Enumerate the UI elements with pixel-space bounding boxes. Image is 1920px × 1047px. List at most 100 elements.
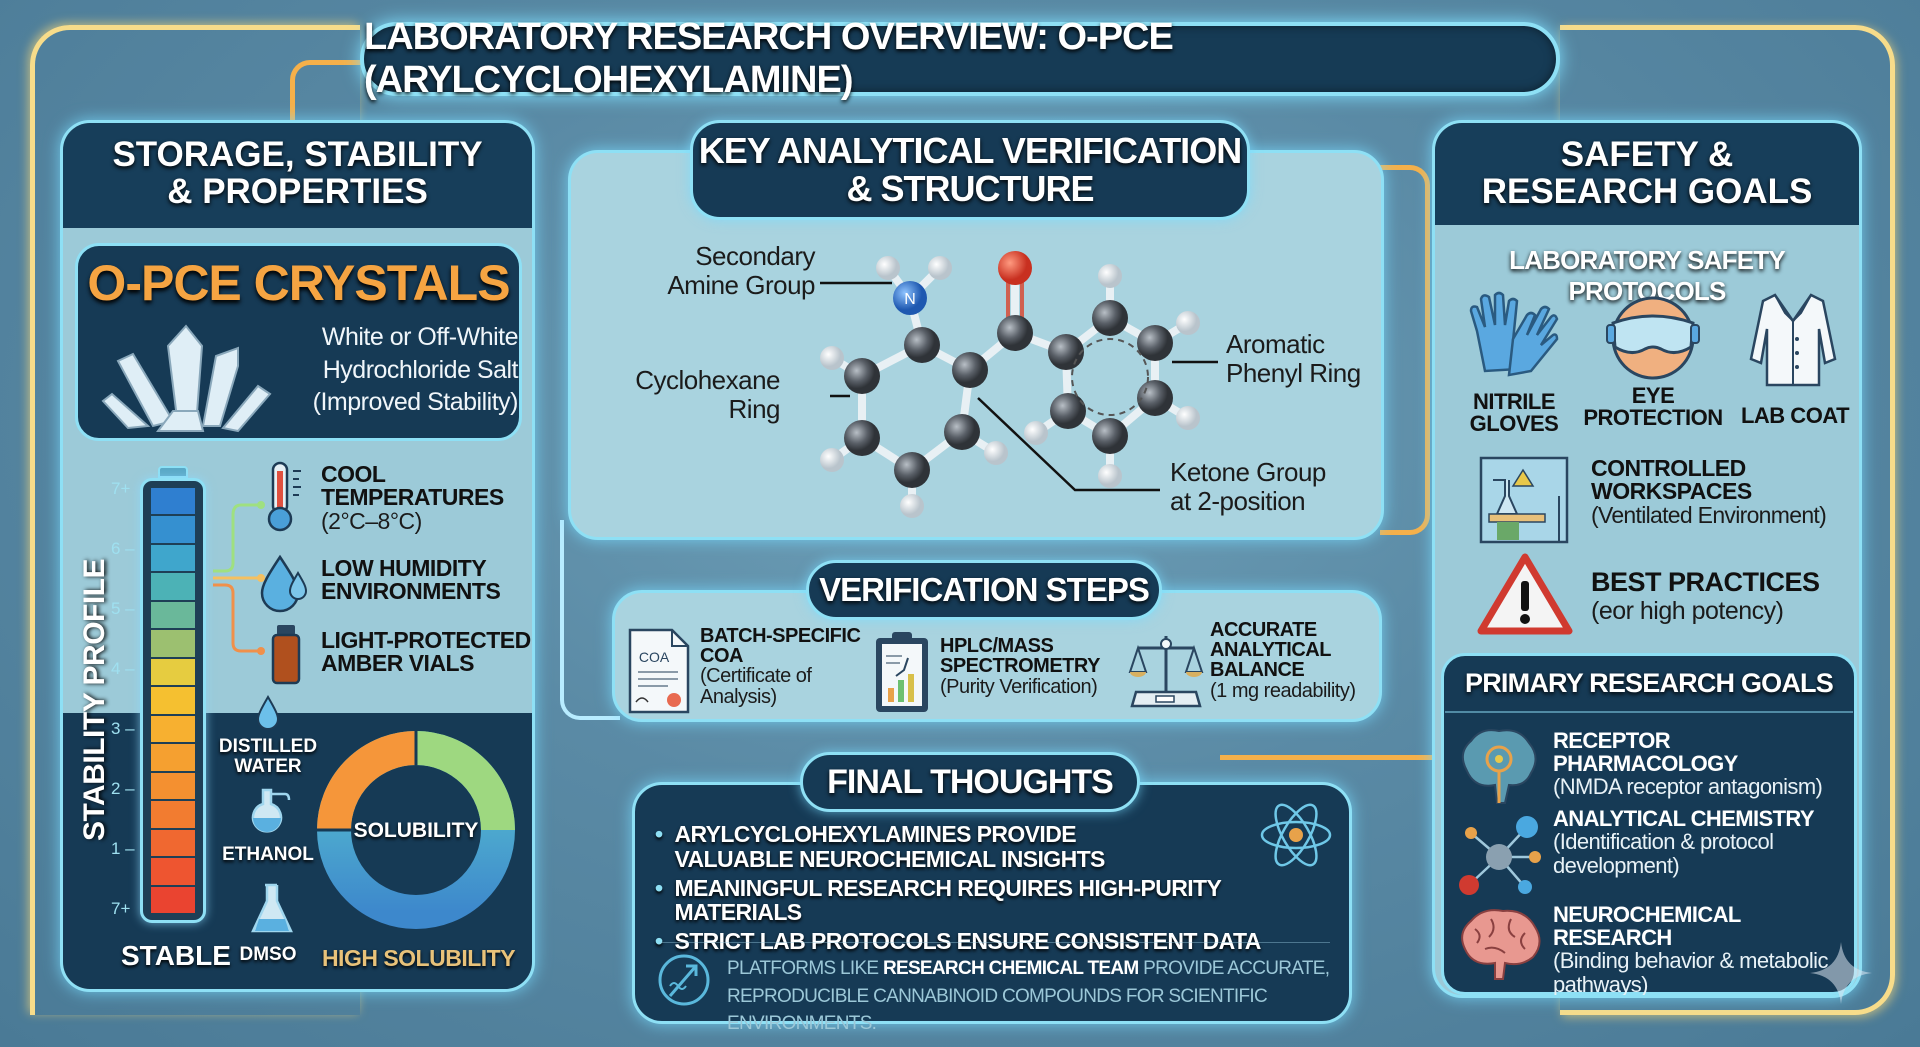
safety-research-panel: SAFETY & RESEARCH GOALS LABORATORY SAFET… xyxy=(1432,120,1862,998)
solubility-center-label: SOLUBILITY xyxy=(353,819,479,842)
stability-segment xyxy=(151,658,195,686)
stability-segment xyxy=(151,601,195,629)
solvent-dmso: DMSO xyxy=(239,944,297,965)
solvent-ethanol: ETHANOL xyxy=(222,844,314,865)
brain-icon xyxy=(1461,909,1541,980)
goal-receptor-pharmacology: RECEPTOR PHARMACOLOGY (NMDA receptor ant… xyxy=(1553,729,1853,799)
receptor-brain-icon xyxy=(1461,729,1537,804)
goal-detail: (Identification & protocol xyxy=(1553,829,1774,855)
bullet-item: •MEANINGFUL RESEARCH REQUIRES HIGH-PURIT… xyxy=(655,874,1335,926)
circuit-line-right-connector xyxy=(1380,165,1430,535)
heading-line: & PROPERTIES xyxy=(167,171,428,211)
erlenmeyer-icon xyxy=(251,883,293,933)
stability-segment xyxy=(151,744,195,771)
bullet-item: •STRICT LAB PROTOCOLS ENSURE CONSISTENT … xyxy=(655,928,1261,955)
cyclohexane-ring-label: Cyclohexane Ring xyxy=(600,366,780,423)
page-title-bar: LABORATORY RESEARCH OVERVIEW: O-PCE (ARY… xyxy=(360,16,1560,101)
research-goals-panel xyxy=(1441,653,1857,995)
final-thoughts-divider xyxy=(660,942,1330,943)
storage-connector-lines xyxy=(213,501,265,655)
goal-analytical-chemistry: ANALYTICAL CHEMISTRY (Identification & p… xyxy=(1553,807,1853,878)
stability-segment xyxy=(151,886,195,914)
stability-segment xyxy=(151,715,195,743)
bullet-text: ARYLCYCLOHEXYLAMINES PROVIDE VALUABLE NE… xyxy=(674,821,1105,872)
heading-line: STORAGE, STABILITY xyxy=(112,135,483,174)
research-goals-heading: PRIMARY RESEARCH GOALS xyxy=(1465,668,1834,698)
molecule-callout-lines xyxy=(820,281,1218,492)
step-detail: Analysis) xyxy=(700,686,777,708)
footer-brand: RESEARCH CHEMICAL TEAM xyxy=(882,958,1139,979)
storage-item-amber-vials: LIGHT-PROTECTED AMBER VIALS xyxy=(263,623,532,688)
stability-segment xyxy=(151,801,195,828)
goal-detail: (Binding behavior & metabolic xyxy=(1553,948,1828,974)
callout-line: Ketone Group xyxy=(1170,457,1326,487)
storage-stability-panel: STORAGE, STABILITY & PROPERTIES O-PCE CR… xyxy=(60,120,535,992)
sparkle-icon xyxy=(1810,942,1872,1004)
coa-document-icon: COA xyxy=(628,628,690,714)
atom-icon xyxy=(1260,803,1332,867)
stability-profile-label: STABILITY PROFILE xyxy=(78,558,111,842)
step-detail: (Certificate of xyxy=(700,665,812,687)
stability-segment xyxy=(151,544,195,572)
callout-line: Ring xyxy=(728,393,781,424)
final-thoughts-footer: PLATFORMS LIKE RESEARCH CHEMICAL TEAM PR… xyxy=(727,955,1347,1038)
stability-ticks: 7+ 6 – 5 – 4 – 3 – 2 – 1 – 7+ xyxy=(111,479,151,939)
verification-step-coa: COA BATCH-SPECIFIC COA (Certificate of A… xyxy=(628,624,868,718)
storage-title: ENVIRONMENTS xyxy=(321,578,501,604)
storage-title: LIGHT-PROTECTED xyxy=(321,627,531,653)
step-title: ANALYTICAL xyxy=(1210,639,1331,661)
stability-battery-bar xyxy=(140,478,206,923)
bullet-text: MEANINGFUL RESEARCH REQUIRES HIGH-PURITY… xyxy=(674,874,1221,926)
step-title: BALANCE xyxy=(1210,659,1305,681)
tick-label: 1 – xyxy=(111,839,135,858)
goal-neurochemical-research: NEUROCHEMICAL RESEARCH (Binding behavior… xyxy=(1553,902,1859,998)
step-title: HPLC/MASS xyxy=(940,635,1054,657)
heading-line: RESEARCH GOALS xyxy=(1481,171,1813,211)
verification-step-hplc: HPLC/MASS SPECTROMETRY (Purity Verificat… xyxy=(874,630,1124,720)
storage-title: AMBER VIALS xyxy=(321,650,474,676)
nitrogen-atom-label: N xyxy=(904,291,916,308)
crystal-desc-line: (Improved Stability) xyxy=(312,388,519,416)
page-title: LABORATORY RESEARCH OVERVIEW: O-PCE (ARY… xyxy=(364,16,1174,101)
heading-line: KEY ANALYTICAL VERIFICATION xyxy=(698,130,1242,172)
crystals-card: O-PCE CRYSTALS White or Off-White Hydroc… xyxy=(75,243,522,441)
storage-item-temperature: COOL TEMPERATURES (2°C–8°C) xyxy=(263,459,532,539)
lab-coat-icon xyxy=(1749,293,1837,387)
step-title: BATCH-SPECIFIC xyxy=(700,625,861,647)
o-pce-molecule-diagram: N xyxy=(820,251,1200,518)
coa-icon-text: COA xyxy=(639,649,670,665)
best-practices: BEST PRACTICES (eor high potency) xyxy=(1591,567,1859,626)
fume-hood-icon xyxy=(1479,456,1569,544)
crystal-desc-line: Hydrochloride Salt xyxy=(322,355,519,384)
tick-label: 7+ xyxy=(111,479,131,498)
item-detail: (eor high potency) xyxy=(1591,597,1784,625)
goals-divider xyxy=(1445,711,1853,713)
amber-vial-icon xyxy=(271,625,301,685)
structure-heading: KEY ANALYTICAL VERIFICATION & STRUCTURE xyxy=(690,120,1250,220)
crystals-description: White or Off-White Hydrochloride Salt (I… xyxy=(278,321,519,419)
item-title: BEST PRACTICES xyxy=(1591,567,1820,597)
final-thoughts-heading: FINAL THOUGHTS xyxy=(800,752,1140,812)
bullet-text: STRICT LAB PROTOCOLS ENSURE CONSISTENT D… xyxy=(674,928,1261,955)
verification-step-balance: ACCURATE ANALYTICAL BALANCE (1 mg readab… xyxy=(1128,620,1378,720)
circuit-line-center-right xyxy=(1220,720,1460,760)
stability-battery-cap xyxy=(158,466,188,478)
ppe-label: NITRILE xyxy=(1472,389,1556,414)
crystal-desc-line: White or Off-White xyxy=(321,323,519,351)
water-drops-icon xyxy=(260,554,308,613)
item-title: WORKSPACES xyxy=(1591,478,1752,504)
clipboard-chart-icon xyxy=(876,632,928,712)
stability-segment xyxy=(151,858,195,885)
tick-label: 4 – xyxy=(111,659,135,678)
flask-icon xyxy=(251,788,291,833)
goal-detail: pathways) xyxy=(1553,972,1648,998)
storage-detail: (2°C–8°C) xyxy=(321,508,422,534)
heading-line: SAFETY & xyxy=(1560,135,1734,174)
footer-line-2: REPRODUCIBLE CANNABINOID COMPOUNDS FOR S… xyxy=(727,985,1268,1035)
balance-scale-icon xyxy=(1128,636,1204,708)
footer-line-1: PLATFORMS LIKE RESEARCH CHEMICAL TEAM PR… xyxy=(727,955,1347,983)
storage-title: LOW HUMIDITY xyxy=(321,555,487,581)
goal-title: NEUROCHEMICAL RESEARCH xyxy=(1553,902,1741,951)
step-detail: (1 mg readability) xyxy=(1210,680,1356,702)
goal-detail: (NMDA receptor antagonism) xyxy=(1553,774,1823,800)
